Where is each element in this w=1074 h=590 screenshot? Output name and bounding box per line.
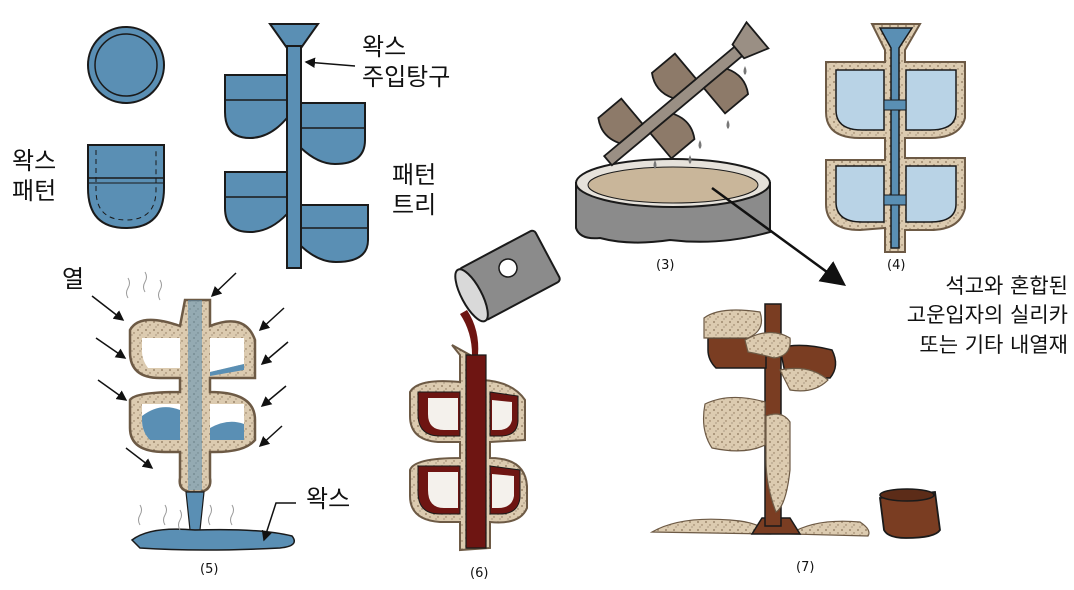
heat-arrow bbox=[91, 295, 125, 321]
heat-arrow bbox=[125, 447, 154, 469]
investment-chunk bbox=[765, 413, 791, 513]
investment-chunk bbox=[779, 367, 829, 392]
heat-arrow bbox=[258, 425, 283, 448]
heat-waves bbox=[126, 271, 234, 531]
sprue-stem bbox=[286, 45, 302, 269]
wax-pattern-side-view bbox=[87, 144, 165, 230]
wax-pattern-top-inner bbox=[94, 33, 158, 97]
bronze-cup bbox=[878, 491, 941, 539]
dewax-step bbox=[91, 271, 296, 551]
heat-arrow bbox=[97, 379, 128, 401]
drip bbox=[698, 140, 702, 149]
step-number-6: (6) bbox=[470, 566, 489, 581]
heat-arrow bbox=[210, 272, 237, 298]
cavity bbox=[905, 69, 957, 131]
bronze-cup-rim bbox=[879, 488, 935, 502]
refractory-label: 석고와 혼합된 고운입자의 실리카 또는 기타 내열재 bbox=[810, 272, 1068, 360]
sprue-wax bbox=[878, 27, 914, 249]
wax-pattern-label: 왁스 패턴 bbox=[12, 147, 57, 205]
dipping-step bbox=[575, 20, 847, 286]
gate bbox=[883, 194, 907, 206]
investment-chunk bbox=[744, 331, 791, 359]
spilled-investment bbox=[788, 520, 870, 537]
cavity-inner bbox=[492, 474, 514, 508]
cavity-inner bbox=[428, 398, 458, 430]
step-number-4: (4) bbox=[887, 258, 906, 273]
pattern-tree-label: 패턴 트리 bbox=[392, 161, 437, 219]
refractory-pointer-arrow bbox=[711, 186, 847, 286]
wax-pattern-step bbox=[87, 26, 165, 230]
dipped-tree bbox=[597, 20, 770, 167]
investment-chunk bbox=[702, 396, 766, 452]
pouring-step bbox=[409, 229, 561, 552]
crucible bbox=[454, 229, 561, 323]
wax-pattern-top-view bbox=[87, 26, 165, 104]
heat-arrow bbox=[95, 337, 127, 359]
molten-wax bbox=[142, 407, 180, 440]
wax-puddle bbox=[130, 528, 295, 551]
step-number-7: (7) bbox=[796, 560, 815, 575]
refractory-line-2: 고운입자의 실리카 bbox=[906, 303, 1068, 328]
wax-stream bbox=[185, 491, 205, 531]
pattern-tree-step bbox=[224, 23, 369, 269]
cavity-inner bbox=[492, 400, 512, 430]
dewax-interior bbox=[210, 338, 244, 372]
sprue-funnel bbox=[268, 23, 320, 49]
slurry-surface bbox=[587, 166, 759, 204]
tree-cup bbox=[224, 74, 288, 140]
metal-channel bbox=[465, 354, 487, 549]
refractory-line-1: 석고와 혼합된 bbox=[945, 274, 1068, 298]
step-number-3: (3) bbox=[656, 258, 675, 273]
wax-pointer bbox=[261, 502, 296, 542]
tree-cup bbox=[300, 204, 369, 264]
tree-cup bbox=[300, 102, 366, 166]
drip bbox=[743, 66, 747, 75]
shelled-tree-step bbox=[825, 23, 966, 253]
cavity-inner bbox=[428, 472, 458, 508]
molten-stream bbox=[460, 310, 479, 355]
molten-wax bbox=[210, 421, 244, 440]
tree-cup bbox=[224, 171, 288, 234]
gate bbox=[883, 99, 907, 111]
heat-arrow bbox=[260, 385, 287, 407]
heat-arrow bbox=[260, 341, 289, 365]
step-number-5: (5) bbox=[200, 562, 219, 577]
heat-label: 열 bbox=[62, 265, 85, 293]
heat-arrows bbox=[91, 272, 289, 469]
drip bbox=[653, 160, 657, 169]
molten-wax bbox=[210, 364, 244, 376]
drip bbox=[726, 120, 730, 129]
shakeout-step bbox=[649, 303, 941, 539]
sprue-pointer-arrow bbox=[304, 57, 356, 68]
drip bbox=[688, 155, 692, 164]
cavity bbox=[905, 165, 957, 223]
wax-melt-label: 왁스 bbox=[306, 485, 351, 513]
heat-arrow bbox=[258, 307, 285, 332]
dewax-interior bbox=[142, 338, 180, 368]
dewax-channel bbox=[188, 300, 202, 490]
refractory-line-3: 또는 기타 내열재 bbox=[919, 332, 1068, 357]
investment-chunk bbox=[703, 309, 763, 339]
cavity bbox=[835, 165, 885, 223]
spilled-investment bbox=[649, 518, 772, 535]
wax-sprue-label: 왁스 주입탕구 bbox=[362, 33, 451, 91]
cavity bbox=[835, 69, 885, 131]
